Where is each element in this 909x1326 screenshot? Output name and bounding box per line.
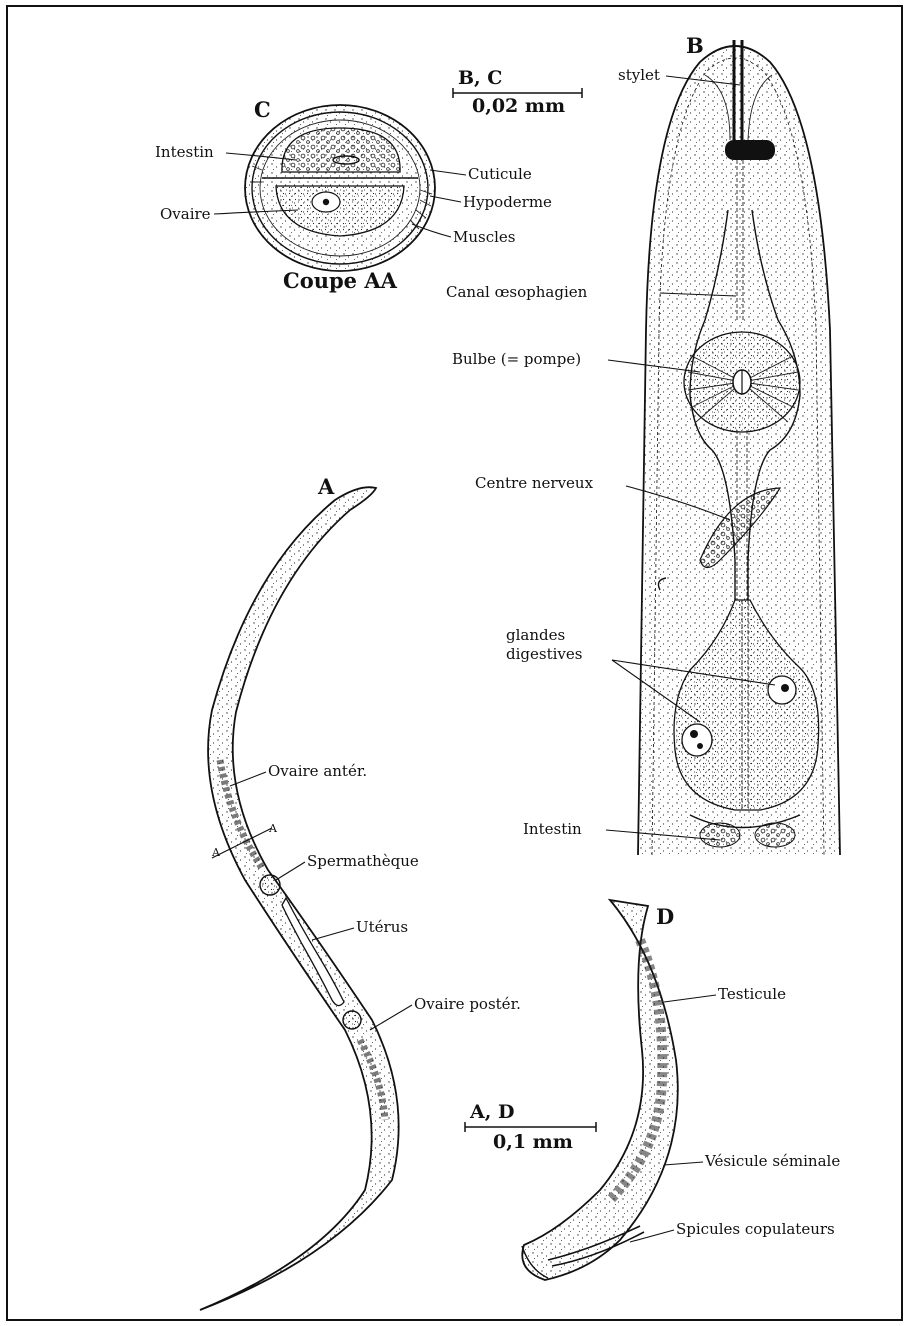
label-a-uterus: Utérus bbox=[356, 918, 408, 936]
figure-d-letter: D bbox=[656, 904, 674, 929]
section-mark-right: A bbox=[268, 822, 278, 835]
figure-a-letter: A bbox=[317, 474, 335, 499]
leader-d-testicule bbox=[664, 995, 716, 1002]
leader-a-ovaire-poster bbox=[370, 1005, 412, 1030]
label-d-testicule: Testicule bbox=[718, 985, 786, 1003]
label-b-centre: Centre nerveux bbox=[475, 474, 594, 492]
figure-b-letter: B bbox=[686, 33, 704, 58]
label-c-cuticule: Cuticule bbox=[468, 165, 532, 183]
figure-c-caption: Coupe AA bbox=[283, 268, 398, 293]
leader-c-cuticule bbox=[430, 170, 466, 175]
figure-d-male-tail bbox=[522, 900, 678, 1280]
scale-ad-value: 0,1 mm bbox=[493, 1131, 573, 1153]
figure-c-cross-section bbox=[245, 105, 435, 271]
scale-ad-label: A, D bbox=[469, 1101, 514, 1123]
leader-d-vesicule bbox=[664, 1162, 703, 1165]
scale-bc-value: 0,02 mm bbox=[472, 95, 565, 117]
scale-bc-label: B, C bbox=[458, 67, 502, 89]
scale-bar-ad: A, D 0,1 mm bbox=[465, 1101, 596, 1153]
label-a-ovaire-poster: Ovaire postér. bbox=[414, 995, 521, 1013]
label-b-bulbe: Bulbe (= pompe) bbox=[452, 350, 581, 368]
label-c-intestin: Intestin bbox=[155, 143, 214, 161]
label-b-stylet: stylet bbox=[618, 66, 660, 84]
figure-c-letter: C bbox=[254, 97, 271, 122]
scale-bar-bc: B, C 0,02 mm bbox=[453, 67, 582, 117]
figure-a-female-worm bbox=[200, 487, 399, 1310]
label-b-canal: Canal œsophagien bbox=[446, 283, 588, 301]
label-a-ovaire-anter: Ovaire antér. bbox=[268, 762, 367, 780]
label-b-glandes-1: glandes bbox=[506, 626, 565, 644]
label-b-glandes-2: digestives bbox=[506, 645, 582, 663]
section-mark-left: A bbox=[211, 846, 221, 859]
label-d-spicules: Spicules copulateurs bbox=[676, 1220, 835, 1238]
label-b-intestin: Intestin bbox=[523, 820, 582, 838]
label-c-hypoderme: Hypoderme bbox=[463, 193, 552, 211]
label-d-vesicule: Vésicule séminale bbox=[704, 1152, 840, 1170]
leader-a-uterus bbox=[312, 928, 354, 940]
label-c-ovaire: Ovaire bbox=[160, 205, 211, 223]
figure-b-anterior-end bbox=[638, 40, 840, 855]
leader-a-spermatheque bbox=[276, 862, 305, 880]
label-c-muscles: Muscles bbox=[453, 228, 516, 246]
label-a-spermatheque: Spermathèque bbox=[307, 852, 419, 870]
